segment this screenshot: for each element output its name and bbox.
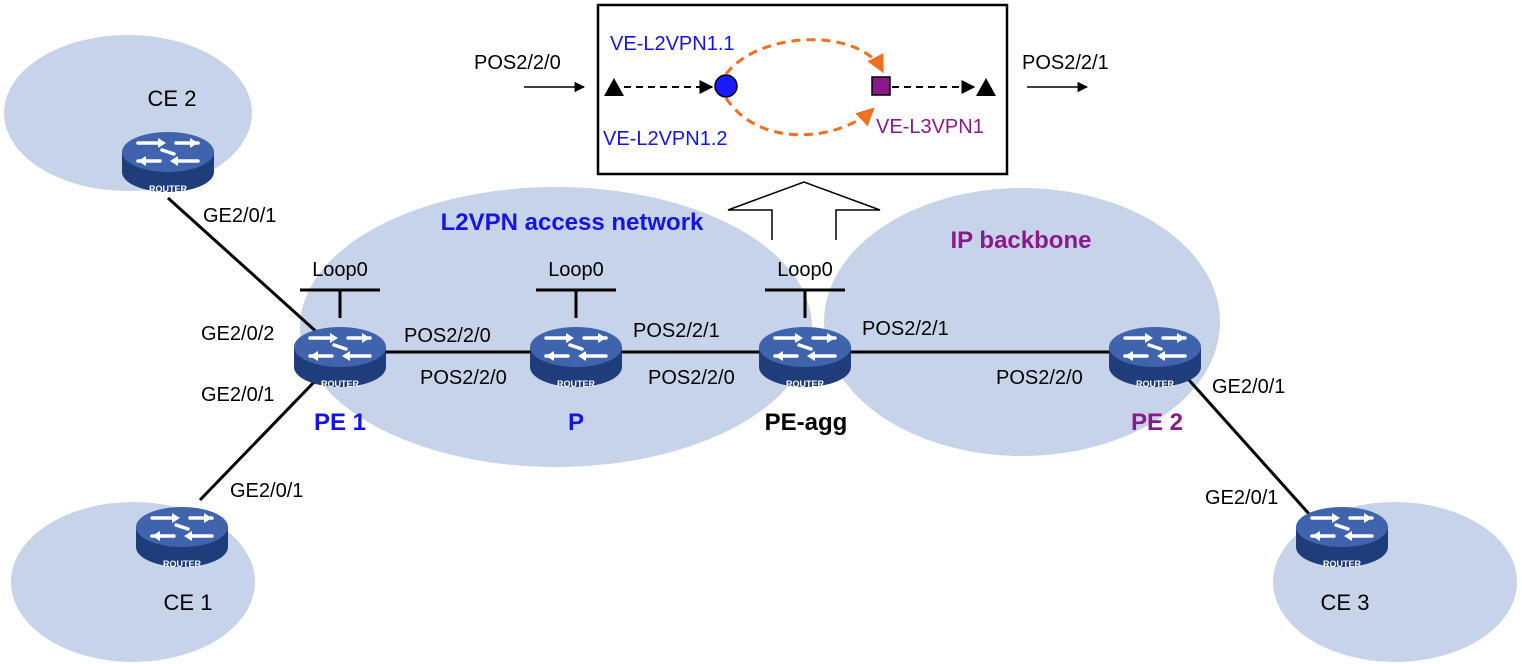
router-peagg[interactable]: ROUTER bbox=[757, 325, 853, 389]
inset-box bbox=[596, 3, 1009, 176]
router-icon-text: ROUTER bbox=[163, 559, 202, 569]
iface-pe2-pos220: POS2/2/0 bbox=[996, 367, 1083, 389]
router-ce1[interactable]: ROUTER bbox=[134, 505, 230, 569]
router-pe1[interactable]: ROUTER bbox=[292, 325, 388, 389]
iface-ce3-ge201: GE2/0/1 bbox=[1205, 487, 1278, 509]
triangle-right-icon bbox=[976, 78, 996, 96]
triangle-left-icon bbox=[604, 78, 624, 96]
ve-l2vpn-1-label: VE-L2VPN1.1 bbox=[610, 33, 735, 55]
iface-ce1-ge201: GE2/0/1 bbox=[230, 480, 303, 502]
router-icon bbox=[1107, 325, 1203, 389]
loopback-label-pe1: Loop0 bbox=[312, 259, 368, 281]
router-icon-text: ROUTER bbox=[1136, 379, 1175, 389]
router-icon-text: ROUTER bbox=[321, 379, 360, 389]
router-icon bbox=[757, 325, 853, 389]
loopback-label-p: Loop0 bbox=[548, 259, 604, 281]
link-pe1-ce1 bbox=[198, 376, 320, 502]
orange-curve-lower bbox=[724, 97, 875, 137]
router-icon bbox=[292, 325, 388, 389]
iface-ce2-ge201: GE2/0/1 bbox=[203, 205, 276, 227]
router-label-ce3: CE 3 bbox=[1321, 590, 1370, 615]
iface-pe1-ge201: GE2/0/1 bbox=[201, 384, 274, 406]
iface-pe1-pos220: POS2/2/0 bbox=[404, 325, 491, 347]
router-icon bbox=[134, 505, 230, 569]
iface-pe2-ge201: GE2/0/1 bbox=[1212, 376, 1285, 398]
router-label-pe1: PE 1 bbox=[314, 409, 366, 436]
router-icon-text: ROUTER bbox=[1323, 559, 1362, 569]
ve-l2vpn-circle-icon bbox=[714, 74, 738, 98]
zoom-callout-arrow bbox=[727, 181, 881, 240]
ve-l3vpn-square-icon bbox=[871, 76, 891, 96]
link-ce2-pe1 bbox=[166, 196, 322, 337]
iface-pe1-ge202: GE2/0/2 bbox=[201, 323, 274, 345]
inset-in-interface: POS2/2/0 bbox=[474, 52, 561, 74]
backbone-cloud bbox=[824, 188, 1220, 456]
router-label-pe2: PE 2 bbox=[1131, 409, 1183, 436]
iface-p-pos221: POS2/2/1 bbox=[633, 320, 720, 342]
router-label-p: P bbox=[568, 409, 584, 436]
router-label-ce1: CE 1 bbox=[164, 590, 213, 615]
inset-panel: POS2/2/0 POS2/2/1 VE-L2VPN1.1 VE-L2VPN1.… bbox=[474, 3, 1109, 176]
router-ce2[interactable]: ROUTER bbox=[120, 130, 216, 194]
router-icon bbox=[1294, 505, 1390, 569]
router-icon-text: ROUTER bbox=[786, 379, 825, 389]
router-icon-text: ROUTER bbox=[557, 379, 596, 389]
router-icon bbox=[528, 325, 624, 389]
loopback-label-peagg: Loop0 bbox=[777, 259, 833, 281]
ve-l2vpn-2-label: VE-L2VPN1.2 bbox=[603, 128, 728, 150]
orange-curve-upper bbox=[724, 38, 884, 75]
router-label-ce2: CE 2 bbox=[148, 86, 197, 111]
clouds bbox=[4, 35, 1517, 662]
network-label-backbone: IP backbone bbox=[951, 227, 1092, 254]
l2vpn-cloud bbox=[300, 187, 812, 467]
link-pe2-ce3 bbox=[1178, 368, 1312, 517]
network-label-l2vpn: L2VPN access network bbox=[441, 209, 704, 236]
inset-out-interface: POS2/2/1 bbox=[1022, 52, 1109, 74]
ve-l3vpn-label: VE-L3VPN1 bbox=[876, 116, 984, 138]
iface-peagg-pos220: POS2/2/0 bbox=[648, 367, 735, 389]
router-icon-text: ROUTER bbox=[149, 184, 188, 194]
loopbacks bbox=[300, 288, 845, 318]
router-pe2[interactable]: ROUTER bbox=[1107, 325, 1203, 389]
iface-peagg-pos221: POS2/2/1 bbox=[862, 318, 949, 340]
router-p[interactable]: ROUTER bbox=[528, 325, 624, 389]
router-ce3[interactable]: ROUTER bbox=[1294, 505, 1390, 569]
router-label-peagg: PE-agg bbox=[765, 409, 848, 436]
iface-p-pos220: POS2/2/0 bbox=[420, 367, 507, 389]
router-icon bbox=[120, 130, 216, 194]
